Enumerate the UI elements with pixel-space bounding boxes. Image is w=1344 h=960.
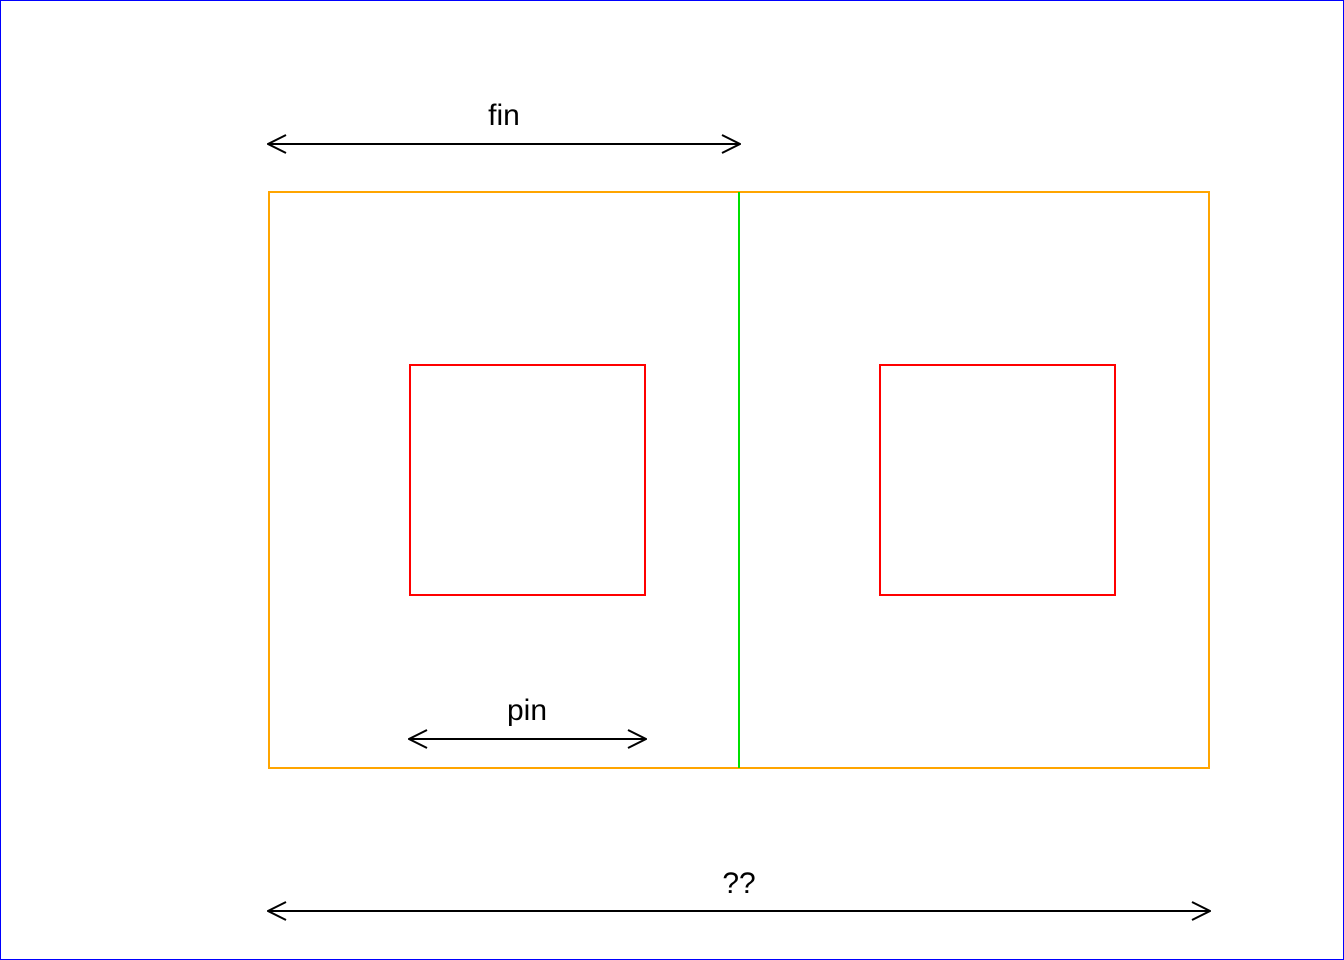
fin-label: fin [488, 99, 520, 132]
inner-box-left [409, 364, 646, 596]
inner-box-right [879, 364, 1116, 596]
total-label: ?? [722, 867, 755, 900]
pin-label: pin [507, 694, 547, 727]
